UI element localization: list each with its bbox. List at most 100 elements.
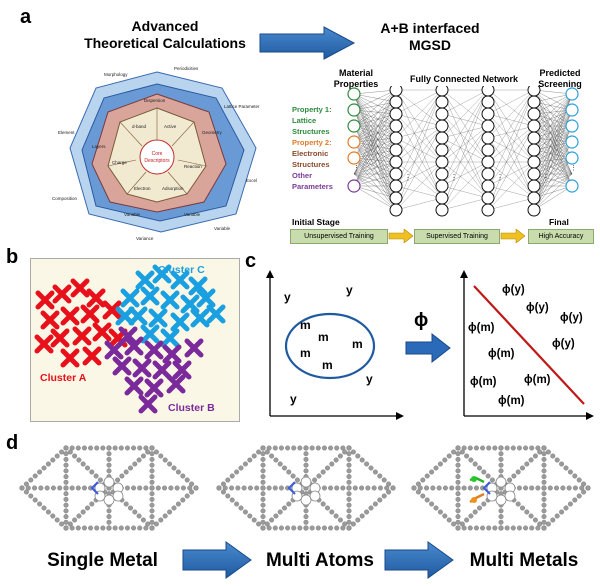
nn-hidden-node: [527, 143, 541, 157]
cluster-c-marker: [152, 264, 172, 284]
nn-hidden-node: [481, 179, 495, 193]
label-single-metal: Single Metal: [47, 550, 158, 571]
cluster-c-marker: [128, 306, 148, 326]
cluster-c-marker: [180, 294, 200, 314]
nn-output-header: Predicted Screening: [538, 68, 582, 89]
right-title-line1: A+B interfaced: [380, 20, 480, 36]
m-point: m: [352, 337, 363, 351]
nn-hidden-node: [389, 131, 403, 145]
nn-hidden-node: [527, 119, 541, 133]
cluster-a-marker: [102, 300, 122, 320]
core-descriptor-text: Core: [152, 151, 163, 157]
panel-label-d: d: [6, 432, 19, 454]
graphene-lattice: [19, 445, 199, 531]
cluster-a-marker: [50, 328, 70, 348]
svg-text:Composition: Composition: [52, 196, 78, 201]
label-multi-metals: Multi Metals: [469, 550, 579, 571]
nn-hidden-node: [389, 155, 403, 169]
property-list: Property 1: Lattice Structures Property …: [292, 104, 333, 192]
arrow-right-icon: [259, 26, 356, 60]
nn-input-header: Material Properties: [333, 68, 379, 89]
right-title-line2: MGSD: [409, 37, 451, 53]
cluster-c-marker: [196, 288, 216, 308]
svg-text:Morphology: Morphology: [104, 72, 128, 77]
property-item: Structures: [292, 160, 330, 169]
nn-hidden-node: [481, 191, 495, 205]
nn-hidden-node: [481, 95, 495, 109]
nn-output-node: [565, 135, 579, 149]
nn-output-node: [565, 103, 579, 117]
nn-hidden-node: [389, 191, 403, 205]
nn-ellipsis: ⋮: [496, 173, 504, 182]
cluster-c-marker: [170, 270, 190, 290]
nn-hidden-node: [389, 143, 403, 157]
panel-a-left-title: Advanced Theoretical Calculations: [80, 18, 250, 52]
cluster-a-marker: [34, 334, 54, 354]
nn-hidden-node: [527, 131, 541, 145]
cluster-a-marker: [72, 326, 92, 346]
panel-label-c: c: [245, 250, 257, 272]
nn-input-node: [347, 151, 361, 165]
nn-hidden-node: [527, 95, 541, 109]
nn-hidden-node: [481, 119, 495, 133]
cluster-a-marker: [40, 310, 60, 330]
m-point: m: [318, 330, 329, 344]
nn-hidden-node: [481, 86, 495, 97]
cluster-b-marker: [172, 360, 192, 380]
cluster-a-marker: [92, 322, 112, 342]
cluster-b-marker: [124, 336, 144, 356]
cluster-a-label: Cluster A: [40, 372, 87, 384]
nn-output-node: [565, 179, 579, 193]
svg-text:Variable: Variable: [214, 226, 231, 231]
cluster-b-label: Cluster B: [168, 402, 215, 414]
m-set-ellipse: [284, 312, 376, 380]
property-item: Parameters: [292, 182, 333, 191]
neural-network-diagram: ⋮⋮⋮⋮⋮⋮: [347, 86, 579, 217]
cluster-a-marker: [86, 288, 106, 308]
nn-hidden-node: [527, 191, 541, 205]
metal-site-icon: [90, 481, 99, 495]
svg-text:Variable: Variable: [184, 212, 201, 217]
cluster-c-marker: [120, 288, 140, 308]
phi-m-point: ϕ(m): [488, 348, 515, 360]
cluster-c-marker: [160, 328, 180, 348]
y-point: y: [366, 372, 373, 386]
nn-input-node: [347, 179, 361, 193]
cluster-b-marker: [124, 376, 144, 396]
y-point: y: [290, 392, 297, 406]
nn-hidden-node: [481, 155, 495, 169]
property-item: Lattice: [292, 116, 317, 125]
cluster-c-marker: [206, 304, 226, 324]
nn-hidden-node: [435, 119, 449, 133]
separating-line: [473, 285, 585, 405]
green-metal-icon: [471, 476, 477, 482]
nn-hidden-node: [527, 203, 541, 217]
svg-text:Reaction: Reaction: [184, 164, 202, 169]
arrow-right-icon: [384, 541, 454, 579]
cluster-b-marker: [152, 360, 172, 380]
graphene-lattice: [216, 445, 396, 531]
cluster-c-marker: [135, 270, 155, 290]
cluster-b-marker: [118, 326, 138, 346]
final-label: Final: [549, 217, 569, 227]
svg-text:Variable: Variable: [124, 212, 141, 217]
panel-label-b: b: [6, 246, 19, 268]
lattice-multi-atoms: [216, 445, 396, 531]
phi-m-point: ϕ(m): [468, 322, 495, 334]
nn-hidden-node: [435, 95, 449, 109]
left-title-line1: Advanced: [131, 18, 199, 34]
cluster-c-marker: [148, 308, 168, 328]
cluster-b-marker: [166, 374, 186, 394]
nn-input-node: [347, 87, 361, 101]
nn-hidden-node: [527, 107, 541, 121]
phi-symbol: ϕ: [414, 310, 429, 331]
defect-ring: [94, 476, 124, 506]
nn-hidden-node: [435, 86, 449, 97]
cluster-a-marker: [82, 346, 102, 366]
nn-output-node: [565, 87, 579, 101]
cluster-b-marker: [162, 344, 182, 364]
nn-hidden-node: [389, 167, 403, 181]
graphene-lattice: [411, 445, 591, 531]
cluster-c-marker: [160, 290, 180, 310]
nn-hidden-node: [527, 167, 541, 181]
